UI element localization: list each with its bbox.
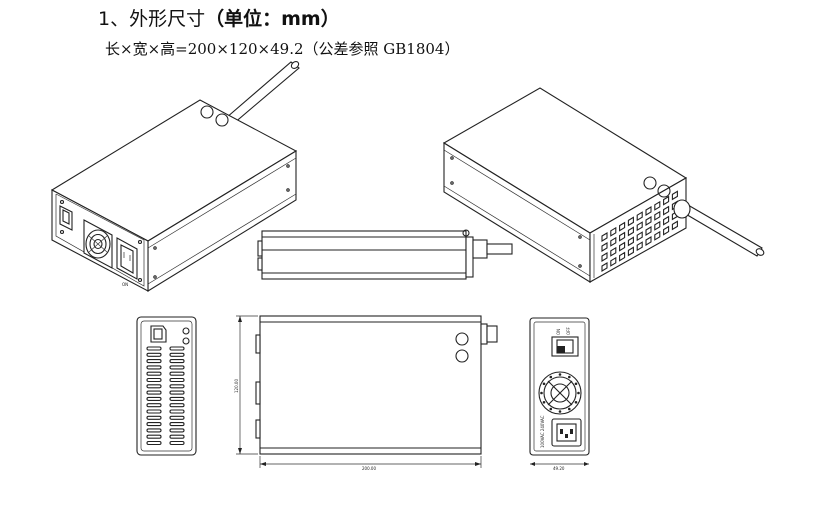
vent-slot bbox=[169, 415, 185, 420]
fan-guard-hole bbox=[549, 407, 553, 411]
vent-slot bbox=[627, 216, 634, 227]
vent-slot bbox=[663, 195, 670, 206]
vent-slot bbox=[601, 252, 608, 262]
svg-text:ON: ON bbox=[122, 282, 128, 287]
vent-slot bbox=[146, 440, 162, 446]
fan-guard-hole bbox=[540, 391, 543, 395]
vent-slot bbox=[663, 225, 670, 236]
vent-slot bbox=[146, 346, 162, 351]
iso-view-rear bbox=[442, 87, 765, 283]
vent-slot bbox=[601, 232, 608, 242]
vent-slot bbox=[619, 251, 626, 262]
vent-slot bbox=[146, 415, 162, 420]
vent-slot bbox=[654, 220, 661, 231]
vent-slot bbox=[169, 434, 185, 439]
vent-slot bbox=[146, 396, 162, 401]
vent-slot bbox=[146, 390, 162, 395]
fan-guard-hole bbox=[542, 401, 546, 404]
vent-slot bbox=[610, 226, 617, 237]
vent-slot bbox=[619, 221, 626, 232]
vent-slot bbox=[146, 384, 162, 389]
fan-guard-hole bbox=[542, 382, 546, 386]
vent-slot bbox=[636, 241, 643, 252]
vent-slot bbox=[627, 246, 634, 257]
vent-slot bbox=[654, 230, 661, 241]
fan-guard-hole bbox=[549, 375, 553, 379]
vent-slot bbox=[169, 390, 185, 395]
vent-slot bbox=[610, 246, 617, 257]
vent-slot bbox=[146, 422, 162, 427]
vent-slot bbox=[645, 206, 652, 216]
vent-slot bbox=[654, 200, 661, 211]
vent-slot bbox=[146, 371, 162, 376]
vent-slot bbox=[169, 396, 185, 401]
vent-slot bbox=[645, 236, 652, 246]
height-dimension-label: 120.00 bbox=[234, 379, 239, 393]
section-heading: 1、外形尺寸（单位：mm） bbox=[98, 4, 340, 31]
vent-slot bbox=[169, 440, 185, 446]
vent-slot bbox=[169, 371, 185, 376]
vent-slot bbox=[146, 409, 162, 414]
vent-slot bbox=[169, 352, 185, 357]
vent-slot bbox=[636, 221, 643, 232]
side-view bbox=[257, 229, 513, 280]
fan-guard-hole bbox=[568, 375, 571, 379]
vent-slot bbox=[169, 409, 185, 414]
vent-slot bbox=[146, 434, 162, 439]
vent-slot bbox=[169, 359, 185, 364]
fan-guard-hole bbox=[574, 382, 578, 386]
switch-on-label: ON bbox=[556, 329, 561, 335]
vent-slot bbox=[627, 226, 634, 237]
fan-guard-hole bbox=[577, 391, 580, 395]
rating-label: 100VAC 240VAC bbox=[540, 415, 545, 448]
vent-slot bbox=[146, 365, 162, 370]
vent-slot bbox=[619, 231, 626, 242]
vent-slot bbox=[610, 256, 617, 267]
fan-guard-hole bbox=[568, 407, 571, 411]
vent-slot bbox=[169, 428, 185, 433]
vent-slot bbox=[671, 220, 678, 231]
vent-slot bbox=[169, 365, 185, 370]
fan-guard-hole bbox=[574, 401, 578, 404]
vent-slot bbox=[645, 226, 652, 236]
switch-off-label: OFF bbox=[566, 327, 571, 335]
vent-slot bbox=[663, 215, 670, 226]
vent-slot bbox=[146, 428, 162, 433]
vent-slot bbox=[169, 384, 185, 389]
vent-slot bbox=[169, 422, 185, 427]
length-dimension-label: 200.00 bbox=[362, 466, 376, 471]
vent-slot bbox=[636, 231, 643, 242]
end-view-fan: ON OFF 100VAC 240VAC 49.20 bbox=[529, 317, 590, 471]
vent-slot bbox=[601, 262, 608, 272]
fan-guard-hole bbox=[558, 373, 562, 376]
vent-slot bbox=[654, 210, 661, 221]
vent-slot bbox=[627, 236, 634, 247]
dimensions-spec: 长×宽×高=200×120×49.2（公差参照 GB1804） bbox=[105, 40, 460, 58]
vent-slot bbox=[610, 236, 617, 247]
vent-slot bbox=[601, 242, 608, 252]
vent-slot bbox=[671, 190, 678, 201]
vent-slot bbox=[663, 205, 670, 216]
vent-slot bbox=[169, 403, 185, 408]
unit-label: （单位：mm） bbox=[205, 8, 340, 30]
vent-slot bbox=[146, 352, 162, 357]
vent-slot bbox=[619, 241, 626, 252]
fan-guard-hole bbox=[558, 410, 562, 413]
vent-slot bbox=[146, 403, 162, 408]
vent-slot bbox=[146, 377, 162, 383]
end-view-vents bbox=[136, 316, 197, 456]
vent-slot bbox=[146, 359, 162, 364]
section-number: 1、 bbox=[98, 8, 130, 30]
vent-slot bbox=[645, 216, 652, 226]
vent-slot bbox=[169, 346, 185, 351]
vent-slot bbox=[636, 211, 643, 222]
width-dimension-label: 49.20 bbox=[553, 466, 565, 471]
iso-view-front: ON bbox=[50, 61, 300, 292]
top-view: 120.00 200.00 bbox=[234, 315, 498, 471]
vent-slot bbox=[169, 377, 185, 383]
section-title: 外形尺寸 bbox=[129, 8, 206, 30]
